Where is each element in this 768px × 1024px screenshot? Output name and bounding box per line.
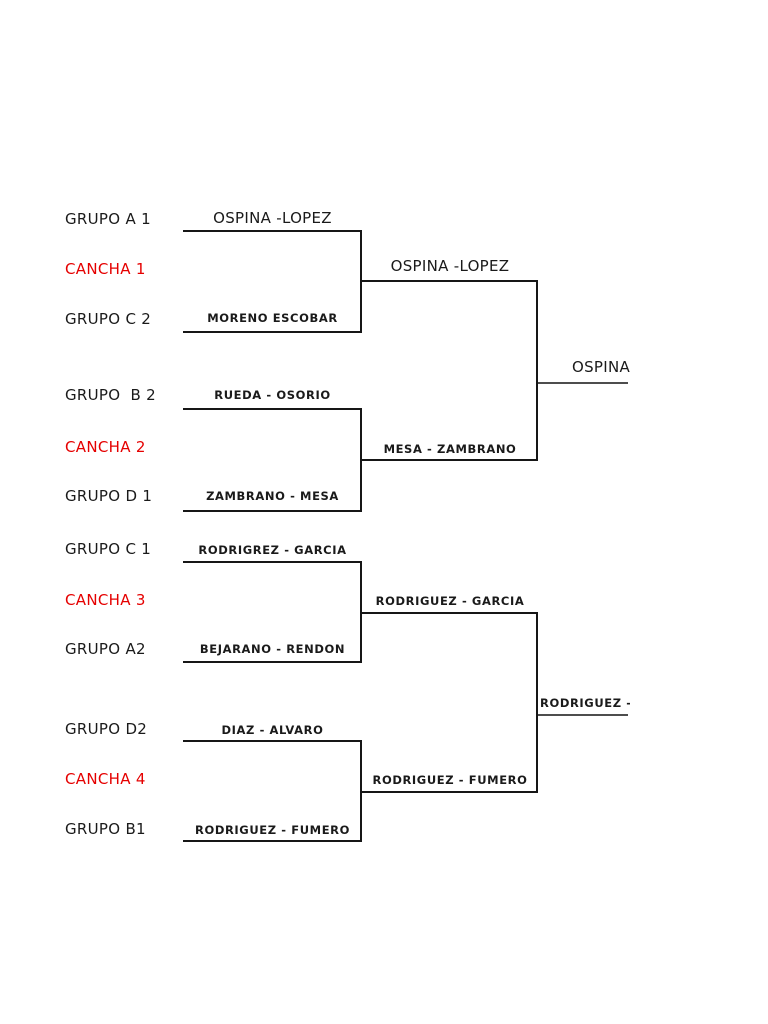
- bracket-line: [360, 791, 538, 793]
- seed-label: GRUPO C 1: [65, 540, 152, 558]
- winner-name: RODRIGUEZ - FUMERO: [372, 773, 528, 787]
- seed-label: GRUPO D2: [65, 720, 148, 738]
- bracket-line: [183, 661, 362, 663]
- bracket-line: [360, 280, 538, 282]
- bracket-line: [183, 331, 362, 333]
- team-name: BEJARANO - RENDON: [199, 642, 346, 656]
- winner-name: RODRIGUEZ - GARCIA: [375, 594, 525, 608]
- team-name: MORENO ESCOBAR: [207, 311, 338, 325]
- team-name: RUEDA - OSORIO: [214, 388, 331, 402]
- seed-label: GRUPO C 2: [65, 310, 152, 328]
- winner-name: MESA - ZAMBRANO: [383, 442, 517, 456]
- seed-label: GRUPO A2: [65, 640, 146, 658]
- court-label: CANCHA 2: [65, 438, 146, 456]
- bracket-line: [360, 459, 538, 461]
- seed-label: GRUPO B1: [65, 820, 146, 838]
- seed-label: GRUPO A 1: [65, 210, 151, 228]
- team-name: RODRIGUEZ - FUMERO: [195, 823, 350, 837]
- bracket-line: [183, 230, 362, 232]
- team-name: ZAMBRANO - MESA: [206, 489, 339, 503]
- bracket-line: [183, 408, 362, 410]
- finalist-name: OSPINA: [572, 360, 630, 375]
- winner-name: OSPINA -LOPEZ: [390, 257, 510, 275]
- bracket-line: [183, 740, 362, 742]
- seed-label: GRUPO B 2: [65, 386, 157, 404]
- finalist-name: RODRIGUEZ -: [540, 697, 630, 710]
- court-label: CANCHA 1: [65, 260, 146, 278]
- bracket-line: [536, 280, 538, 461]
- court-label: CANCHA 3: [65, 591, 146, 609]
- team-name: RODRIGREZ - GARCIA: [198, 543, 347, 557]
- bracket-line: [183, 840, 362, 842]
- bracket-line: [538, 382, 628, 384]
- team-name: OSPINA -LOPEZ: [213, 209, 332, 227]
- bracket-line: [538, 714, 628, 716]
- bracket-line: [183, 561, 362, 563]
- bracket-line: [536, 612, 538, 793]
- bracket-line: [360, 612, 538, 614]
- bracket-line: [183, 510, 362, 512]
- seed-label: GRUPO D 1: [65, 487, 153, 505]
- team-name: DIAZ - ALVARO: [221, 723, 324, 737]
- court-label: CANCHA 4: [65, 770, 146, 788]
